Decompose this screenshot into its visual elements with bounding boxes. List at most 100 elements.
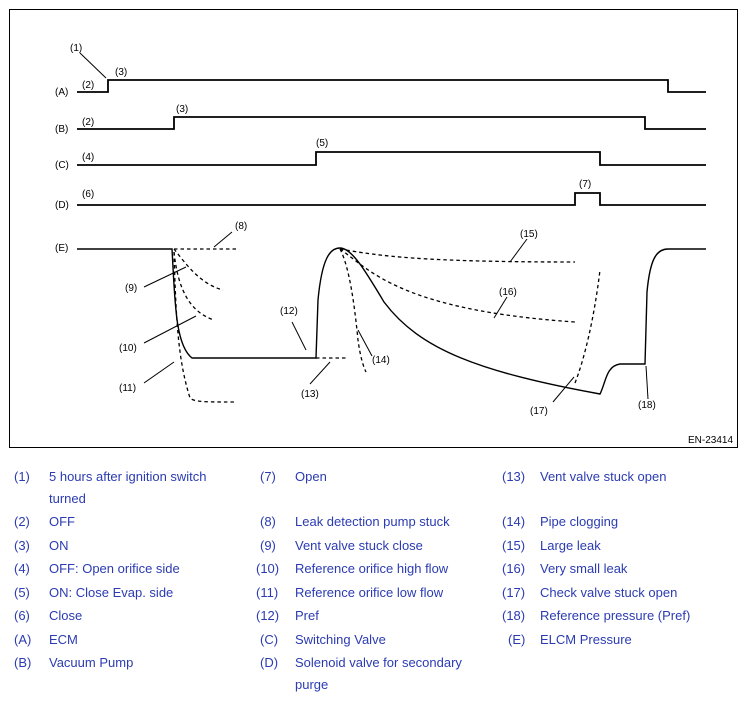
callout-9: (9) [125, 283, 137, 294]
trace-very-small-leak [339, 248, 576, 323]
legend-code: (15) [502, 538, 526, 553]
callout-16: (16) [499, 287, 517, 298]
signal-label-d: (D) [55, 200, 69, 211]
legend-text: Solenoid valve for secondary [295, 655, 462, 670]
legend-text: Check valve stuck open [540, 585, 678, 600]
callout-1: (1) [70, 43, 82, 54]
legend-text: ON [49, 538, 69, 553]
callout-13: (13) [301, 389, 319, 400]
legend-code: (6) [14, 608, 30, 623]
leader-14 [357, 329, 373, 357]
legend-code: (8) [260, 514, 276, 529]
signal-label-b: (B) [55, 124, 68, 135]
leader-1 [79, 52, 107, 79]
callout-7: (7) [579, 179, 591, 190]
leader-18 [645, 365, 649, 400]
callout-12: (12) [280, 306, 298, 317]
callout-15: (15) [520, 229, 538, 240]
legend-text: Close [49, 608, 83, 623]
legend-code: (12) [256, 608, 280, 623]
timing-diagram: (A) (B) (C) (D) (E) (1) (2) (3) (2) (3) … [55, 43, 733, 446]
legend-text: ELCM Pressure [540, 632, 632, 647]
legend-text: ON: Close Evap. side [49, 585, 174, 600]
leader-11 [143, 361, 175, 384]
legend-text: Switching Valve [295, 632, 386, 647]
callout-10: (10) [119, 343, 137, 354]
callout-11: (11) [119, 383, 136, 394]
legend-code: (18) [502, 608, 526, 623]
legend-code: (14) [502, 514, 526, 529]
legend-text: Open [295, 469, 327, 484]
legend-text: Reference orifice low flow [295, 585, 444, 600]
legend-code: (5) [14, 585, 30, 600]
trace-large-leak [339, 248, 576, 263]
trace-orifice-high-flow [173, 251, 215, 321]
legend-code: (10) [256, 561, 280, 576]
callout-3b: (3) [176, 104, 188, 115]
legend-text: Vent valve stuck close [295, 538, 423, 553]
callout-5: (5) [316, 138, 328, 149]
trace-check-valve-open [574, 269, 601, 384]
signal-label-e: (E) [55, 243, 68, 254]
callout-18: (18) [638, 400, 656, 411]
signal-label-a: (A) [55, 87, 68, 98]
signal-label-c: (C) [55, 160, 69, 171]
callout-2a: (2) [82, 80, 94, 91]
leader-16 [493, 296, 508, 319]
legend-code: (3) [14, 538, 30, 553]
callout-2b: (2) [82, 117, 94, 128]
trace-orifice-low-flow [173, 251, 237, 403]
legend-code: (B) [14, 655, 32, 670]
callout-17: (17) [530, 406, 548, 417]
legend-text: Leak detection pump stuck [295, 514, 450, 529]
legend-text: Vent valve stuck open [540, 469, 667, 484]
legend-code: (D) [260, 655, 279, 670]
leader-15 [509, 238, 528, 263]
trace-pipe-clogging [339, 248, 367, 373]
legend-code: (E) [508, 632, 526, 647]
legend: (1) 5 hours after ignition switch turned… [0, 466, 749, 701]
callout-8: (8) [235, 221, 247, 232]
legend-code: (11) [256, 585, 279, 600]
leader-12 [291, 321, 307, 351]
leader-8 [213, 231, 233, 248]
callout-4: (4) [82, 152, 94, 163]
trace-b-vacuum-pump [77, 116, 706, 130]
legend-text: Reference orifice high flow [295, 561, 449, 576]
legend-text: Large leak [540, 538, 601, 553]
trace-d-solenoid-valve [77, 192, 706, 206]
legend-text: OFF: Open orifice side [49, 561, 180, 576]
legend-text: Vacuum Pump [49, 655, 134, 670]
callout-6: (6) [82, 189, 94, 200]
legend-code: (2) [14, 514, 30, 529]
trace-e-elcm-pressure [77, 247, 706, 395]
leader-13 [309, 361, 331, 385]
leader-10 [143, 315, 197, 344]
legend-code: (17) [502, 585, 526, 600]
trace-c-switching-valve [77, 151, 706, 166]
trace-a-ecm [77, 79, 706, 93]
callout-3a: (3) [115, 67, 127, 78]
legend-text-cont: purge [295, 677, 329, 692]
leader-17 [552, 376, 575, 403]
legend-code: (C) [260, 632, 279, 647]
legend-text: Very small leak [540, 561, 628, 576]
legend-text: 5 hours after ignition switch [49, 469, 207, 484]
legend-code: (A) [14, 632, 32, 647]
legend-code: (9) [260, 538, 276, 553]
legend-text: Pref [295, 608, 319, 623]
legend-code: (7) [260, 469, 276, 484]
legend-code: (1) [14, 469, 30, 484]
figure-id: EN-23414 [688, 435, 733, 446]
legend-code: (16) [502, 561, 526, 576]
legend-code: (4) [14, 561, 30, 576]
trace-vent-stuck-close [173, 248, 224, 291]
legend-code: (13) [502, 469, 526, 484]
leader-9 [143, 266, 187, 288]
legend-text: ECM [49, 632, 78, 647]
legend-text: Pipe clogging [540, 514, 619, 529]
callout-14: (14) [372, 355, 390, 366]
legend-text-cont: turned [49, 491, 86, 506]
legend-text: OFF [49, 514, 75, 529]
legend-text: Reference pressure (Pref) [540, 608, 691, 623]
